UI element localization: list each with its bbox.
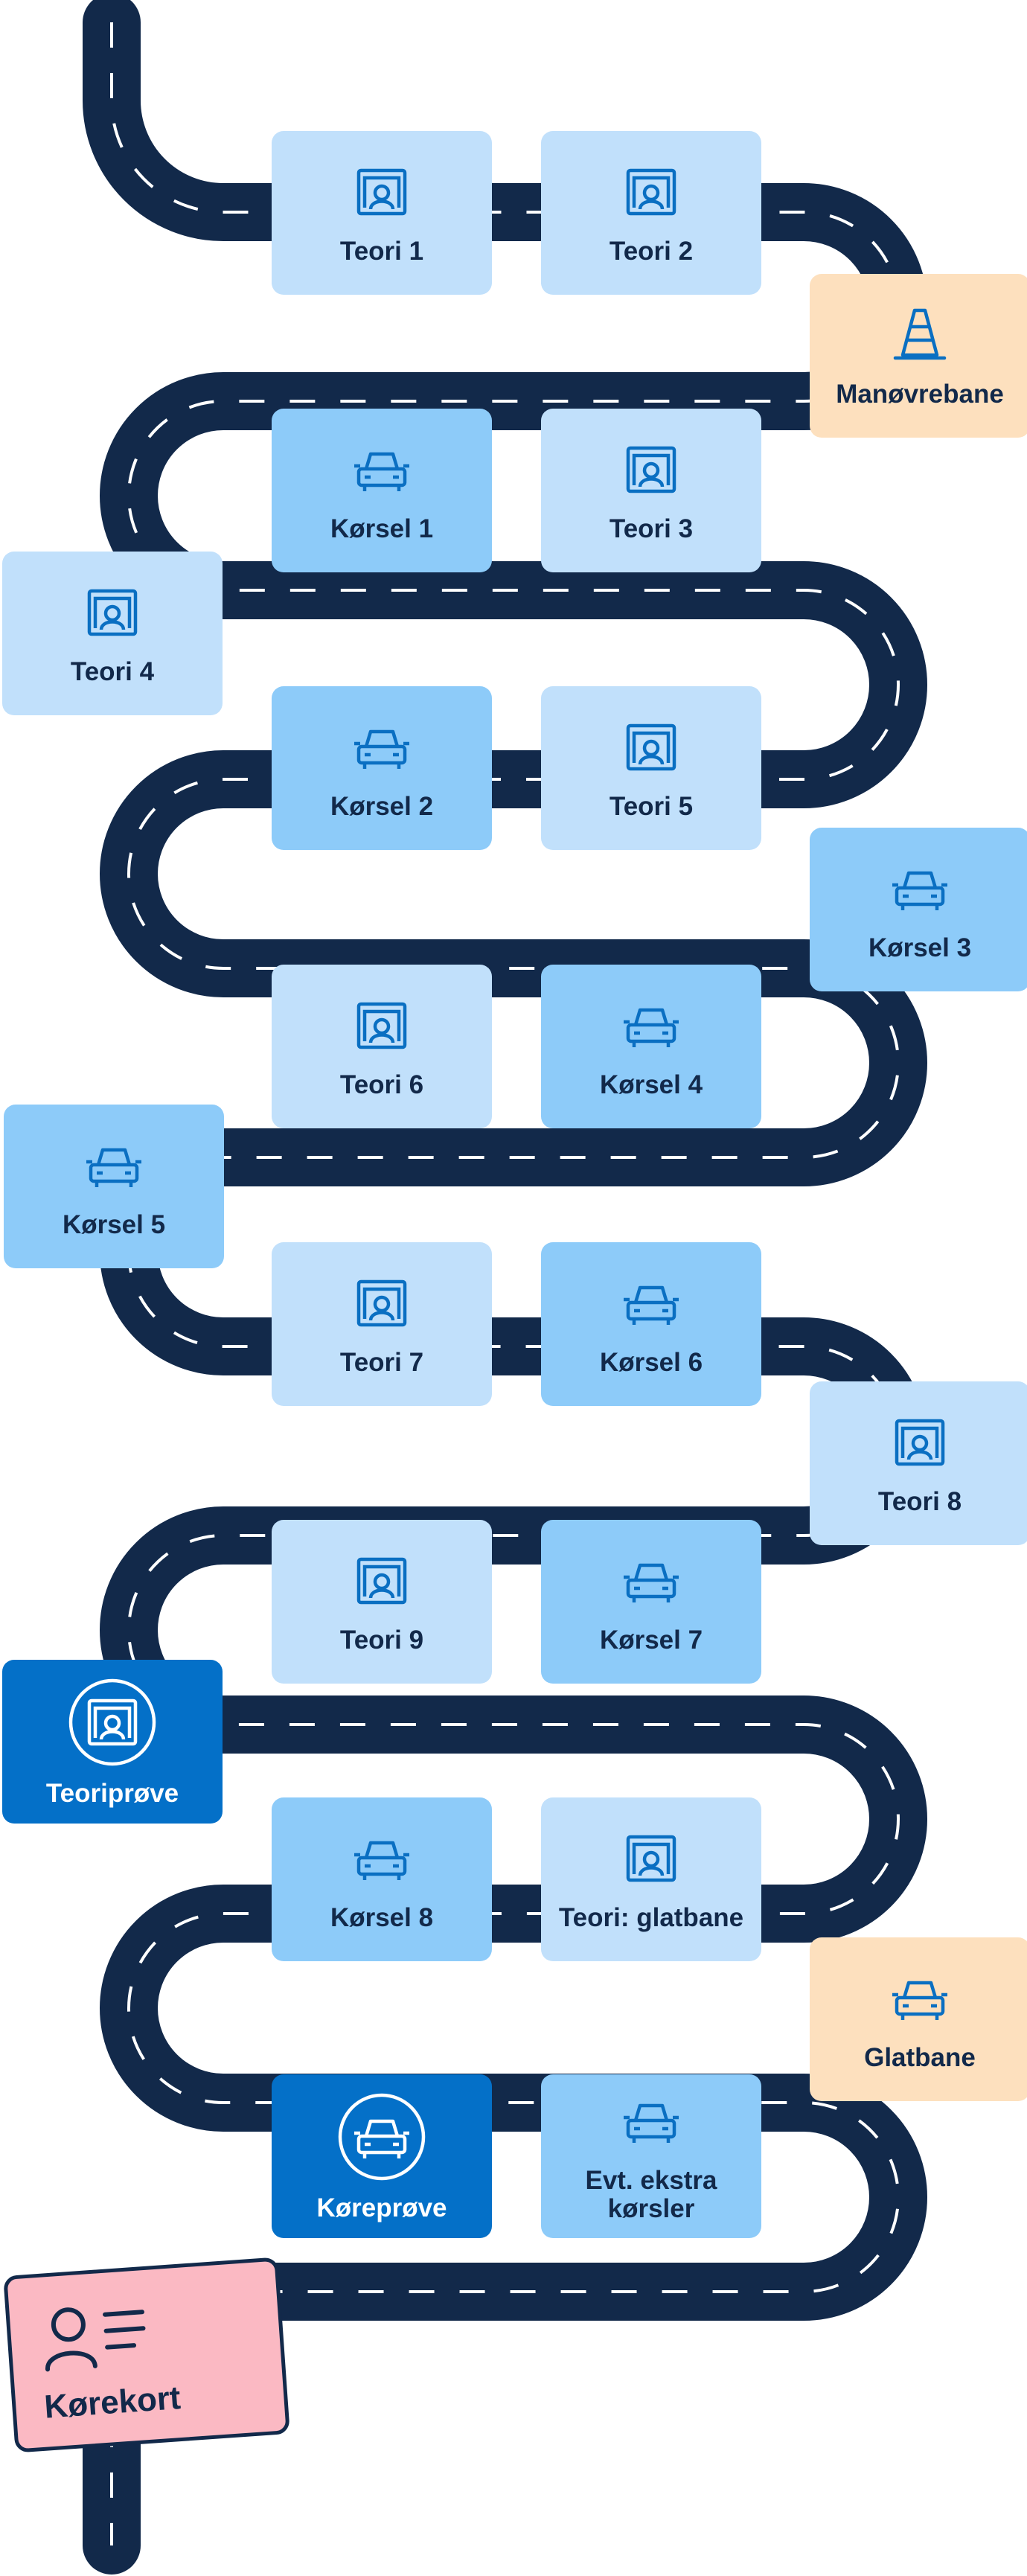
step-card: Teoriprøve — [2, 1660, 223, 1824]
car-icon — [888, 1966, 952, 2030]
car-icon — [619, 1549, 683, 1613]
step-label: Teori: glatbane — [558, 1903, 744, 1932]
step-label: Teori 2 — [609, 237, 694, 266]
step-card: Kørsel 5 — [4, 1105, 224, 1268]
classroom-icon — [350, 1271, 414, 1335]
step-label: Kørsel 1 — [330, 514, 434, 543]
classroom-icon — [619, 1826, 683, 1891]
car-icon — [350, 715, 414, 779]
car-icon — [335, 2090, 429, 2184]
step-card: Evt. ekstra kørsler — [541, 2074, 761, 2238]
id-card-icon — [45, 2307, 146, 2372]
classroom-icon — [888, 1410, 952, 1474]
step-label: Teori 3 — [609, 514, 694, 543]
step-card: Kørsel 1 — [272, 409, 492, 572]
step-card: Teori 9 — [272, 1520, 492, 1684]
step-label: Glatbane — [864, 2043, 976, 2072]
step-label: Manøvrebane — [836, 380, 1004, 409]
classroom-icon — [65, 1675, 159, 1769]
classroom-icon — [350, 994, 414, 1058]
step-card: Kørsel 7 — [541, 1520, 761, 1684]
step-label: Kørsel 5 — [62, 1210, 166, 1239]
step-label: Kørsel 7 — [599, 1626, 703, 1655]
step-card: Teori 8 — [810, 1381, 1027, 1545]
step-card: Kørsel 4 — [541, 965, 761, 1128]
car-icon — [619, 1271, 683, 1335]
step-label: Teori 7 — [339, 1348, 424, 1377]
step-label: Kørsel 8 — [330, 1903, 434, 1932]
car-icon — [82, 1134, 146, 1198]
step-card: Teori 4 — [2, 552, 223, 715]
step-card: Teori 6 — [272, 965, 492, 1128]
step-card: Manøvrebane — [810, 274, 1027, 438]
step-label: Teori 1 — [339, 237, 424, 266]
step-card: Køreprøve — [272, 2074, 492, 2238]
step-label: Teoriprøve — [45, 1779, 179, 1808]
step-label: Køreprøve — [316, 2193, 447, 2222]
step-card: Teori 2 — [541, 131, 761, 295]
step-card: Teori 3 — [541, 409, 761, 572]
step-label: Evt. ekstra kørsler — [585, 2166, 717, 2223]
step-card: Glatbane — [810, 1937, 1027, 2101]
classroom-icon — [619, 715, 683, 779]
step-card: Kørsel 3 — [810, 828, 1027, 991]
step-label: Kørsel 2 — [330, 792, 434, 821]
step-card: Teori 5 — [541, 686, 761, 850]
drivers-license-card: Kørekort — [3, 2257, 290, 2453]
step-label: Teori 9 — [339, 1626, 424, 1655]
car-icon — [888, 857, 952, 921]
classroom-icon — [619, 438, 683, 502]
classroom-icon — [619, 160, 683, 224]
car-icon — [350, 1826, 414, 1891]
step-label: Teori 4 — [70, 657, 155, 686]
step-label: Kørsel 6 — [599, 1348, 703, 1377]
car-icon — [619, 994, 683, 1058]
car-icon — [350, 438, 414, 502]
license-label: Kørekort — [42, 2380, 182, 2426]
step-card: Teori 7 — [272, 1242, 492, 1406]
step-card: Kørsel 6 — [541, 1242, 761, 1406]
step-label: Teori 8 — [877, 1487, 962, 1516]
classroom-icon — [80, 581, 144, 645]
step-label: Kørsel 3 — [868, 933, 972, 962]
traffic-cone-icon — [888, 303, 952, 367]
classroom-icon — [350, 160, 414, 224]
step-card: Kørsel 8 — [272, 1797, 492, 1961]
step-label: Teori 5 — [609, 792, 694, 821]
step-card: Kørsel 2 — [272, 686, 492, 850]
classroom-icon — [350, 1549, 414, 1613]
step-label: Teori 6 — [339, 1070, 424, 1099]
step-label: Kørsel 4 — [599, 1070, 703, 1099]
car-icon — [619, 2089, 683, 2153]
step-card: Teori: glatbane — [541, 1797, 761, 1961]
step-card: Teori 1 — [272, 131, 492, 295]
